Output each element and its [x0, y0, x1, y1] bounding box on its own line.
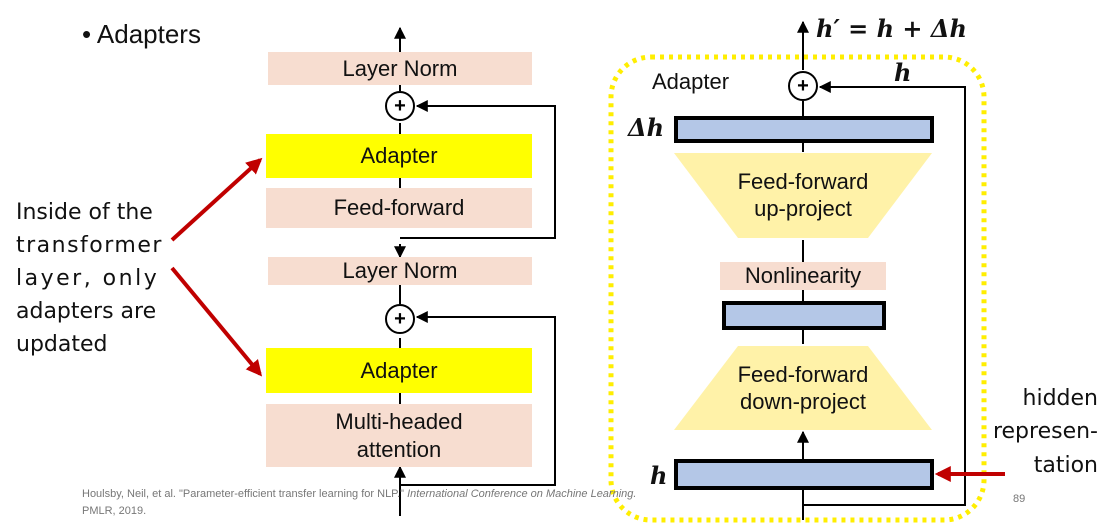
ff-down-project-shape [674, 346, 932, 430]
ff-down-line2: down-project [740, 389, 866, 414]
side-note-line4: adapters are [16, 299, 157, 324]
add-node-top: + [385, 91, 415, 121]
nonlinearity-block: Nonlinearity [720, 262, 886, 290]
delta-h-label: Δh [628, 113, 665, 142]
ff-down-project-label: Feed-forward down-project [674, 352, 932, 424]
adapter-block-bottom: Adapter [266, 348, 532, 393]
citation-venue: International Conference on Machine Lear… [407, 488, 637, 500]
hidden-representation-label: hidden represen- tation [990, 382, 1098, 482]
adapter-detail-label: Adapter [652, 69, 730, 94]
add-node-bottom: + [385, 304, 415, 334]
side-note-line1: Inside of the [16, 200, 153, 225]
side-note-line2: transformer [16, 233, 163, 258]
hidden-line2: represen- [992, 419, 1098, 445]
slide-title: • Adapters [82, 19, 201, 50]
output-equation: h′ = h + Δh [816, 14, 967, 43]
feed-forward-block: Feed-forward [266, 188, 532, 228]
ff-up-project-label: Feed-forward up-project [674, 160, 932, 230]
side-note-line3: layer, only [16, 266, 160, 291]
side-note: Inside of the transformer layer, only ad… [16, 196, 166, 361]
adapter-dotted-boundary [608, 54, 987, 523]
attention-block: Multi-headed attention [266, 404, 532, 467]
layer-norm-mid: Layer Norm [268, 257, 532, 285]
output-vector-bar [674, 116, 934, 143]
citation-line2: PMLR, 2019. [82, 505, 147, 518]
attention-line1: Multi-headed [335, 409, 463, 434]
skip-h-label: h [894, 58, 912, 87]
bullet-glyph: • [82, 19, 92, 49]
ff-down-line1: Feed-forward [737, 361, 869, 387]
red-pointer-arrows [170, 157, 263, 377]
hidden-line1: hidden [1022, 386, 1098, 411]
adapter-block-top: Adapter [266, 134, 532, 178]
layer-norm-top: Layer Norm [268, 52, 532, 85]
attention-line2: attention [356, 436, 442, 462]
input-h-label: h [650, 461, 668, 490]
title-text: Adapters [96, 19, 201, 49]
citation: Houlsby, Neil, et al. "Parameter-efficie… [82, 486, 772, 520]
input-vector-bar [674, 459, 934, 490]
ff-up-line1: Feed-forward [737, 168, 869, 194]
ff-up-line2: up-project [754, 196, 852, 221]
bottleneck-vector-bar [722, 301, 886, 330]
left-residual-connections [400, 100, 556, 486]
hidden-line3: tation [1033, 452, 1098, 478]
page-number: 89 [1013, 493, 1026, 505]
right-residual-connection [803, 81, 966, 506]
adapter-add-node: + [788, 71, 818, 101]
citation-authors: Houlsby, Neil, et al. "Parameter-efficie… [82, 488, 408, 500]
side-note-line5: updated [16, 332, 108, 357]
ff-up-project-shape [674, 153, 932, 238]
